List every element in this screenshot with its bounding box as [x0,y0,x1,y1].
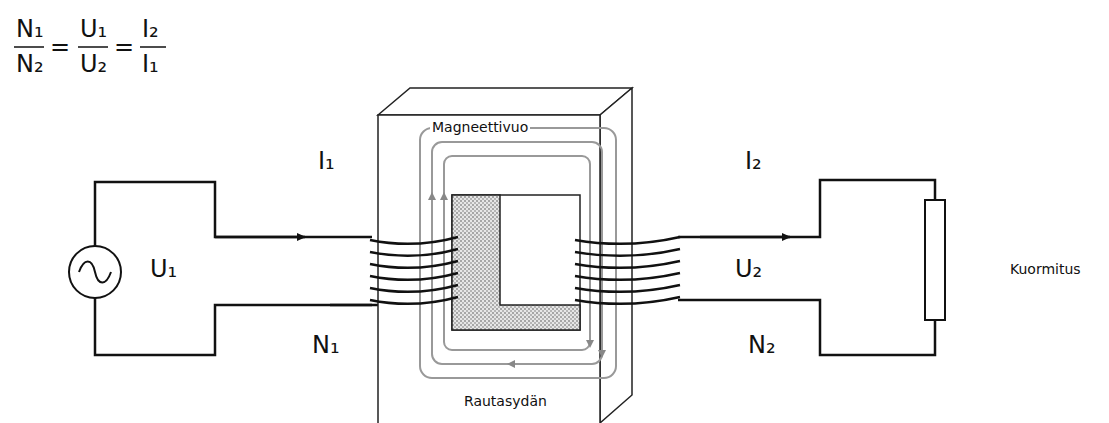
flux-label: Magneettivuo [430,120,530,135]
voltage-label: U₂ [735,256,762,282]
formula-equals: = [114,34,134,60]
formula-symbol: I₂ [142,16,159,42]
flux-lines [420,128,616,410]
winding-label: N₁ [312,332,340,358]
coil-turn [575,273,680,280]
formula-symbol: N₂ [16,51,44,77]
fraction-bars [14,46,166,48]
coil-turn [575,285,680,292]
coil-turn [575,249,680,256]
load-resistor [925,200,945,320]
winding-label: N₂ [748,332,776,358]
current-label: I₂ [745,148,762,174]
ac-source-symbol [69,246,121,298]
coil-turn [575,237,680,244]
coil-turn [370,237,458,244]
formula-symbol: U₂ [80,51,107,77]
coil-turn [575,297,680,304]
coil-turn [370,297,458,304]
secondary-wires [678,180,935,355]
coil-turn [370,273,458,280]
load-label: Kuormitus [1010,262,1081,277]
coil-turn [370,249,458,256]
voltage-label: U₁ [150,256,177,282]
formula-symbol: I₁ [142,51,159,77]
formula-equals: = [50,34,70,60]
coil-turn [370,285,458,292]
primary-wires [95,182,412,355]
core-label: Rautasydän [462,394,549,409]
formula-symbol: N₁ [16,16,44,42]
current-label: I₁ [318,148,335,174]
coil-turn [575,261,680,268]
formula-symbol: U₁ [80,16,107,42]
coil-windings [370,237,680,304]
coil-turn [370,261,458,268]
